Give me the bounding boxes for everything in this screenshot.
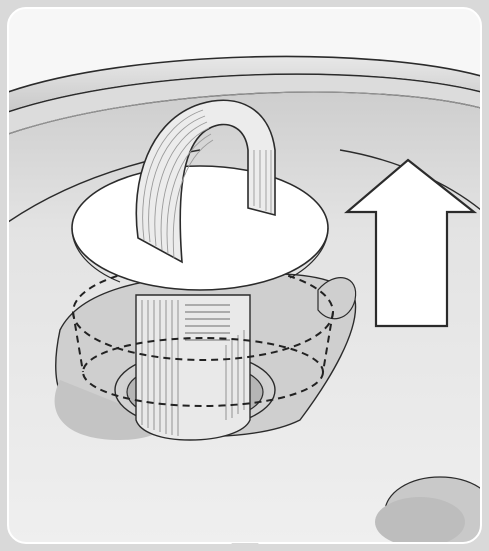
filter-disk <box>72 166 328 290</box>
filter-cylinder <box>136 295 250 440</box>
bottom-notch <box>226 543 264 551</box>
